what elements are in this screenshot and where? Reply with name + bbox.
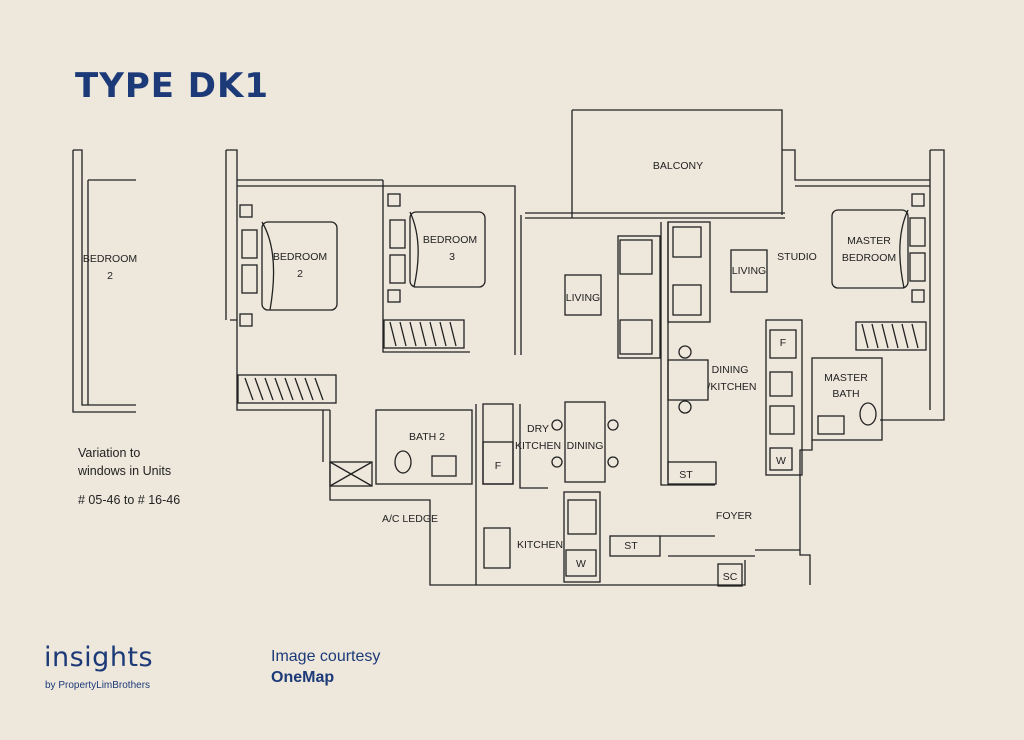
label-st-2: ST <box>624 540 638 552</box>
label-master-bath-2: BATH <box>832 388 859 400</box>
label-master-bedroom: MASTER <box>847 235 891 247</box>
brand-logo: insights <box>44 642 154 673</box>
label-dining-kitchen-2: /KITCHEN <box>707 381 756 393</box>
variation-note-line1: Variation to <box>78 446 141 460</box>
label-dining-kitchen: DINING <box>712 364 749 376</box>
plan-walls <box>72 109 945 587</box>
label-master-bedroom-2: BEDROOM <box>842 252 896 264</box>
label-fridge-1: F <box>780 337 786 349</box>
label-foyer: FOYER <box>716 510 753 522</box>
label-sc: SC <box>723 571 738 583</box>
image-courtesy-source: OneMap <box>271 669 335 686</box>
label-balcony: BALCONY <box>653 160 703 172</box>
label-fridge-2: F <box>495 460 501 472</box>
label-living: LIVING <box>566 292 600 304</box>
label-bedroom3-num: 3 <box>449 251 455 263</box>
label-dry-kitchen-2: KITCHEN <box>515 440 561 452</box>
label-bedroom2-num: 2 <box>297 268 303 280</box>
variation-note-line2: windows in Units <box>78 464 172 478</box>
image-courtesy-label: Image courtesy <box>271 648 381 665</box>
label-ac-ledge: A/C LEDGE <box>382 513 438 525</box>
label-kitchen: KITCHEN <box>517 539 563 551</box>
label-washer-1: W <box>776 455 786 467</box>
label-bedroom3: BEDROOM <box>423 234 477 246</box>
label-bedroom2-inset: BEDROOM <box>83 253 137 265</box>
label-bedroom2: BEDROOM <box>273 251 327 263</box>
label-bedroom2-inset-num: 2 <box>107 270 113 282</box>
label-master-bath: MASTER <box>824 372 868 384</box>
label-washer-2: W <box>576 558 586 570</box>
label-studio: STUDIO <box>777 251 817 263</box>
label-st-1: ST <box>679 469 693 481</box>
brand-logo-subtitle: by PropertyLimBrothers <box>45 680 151 691</box>
room-labels: BEDROOM 2 BEDROOM 2 BEDROOM 3 BALCONY LI… <box>83 160 896 583</box>
label-dining: DINING <box>567 440 604 452</box>
label-studio-living: LIVING <box>732 265 766 277</box>
label-bath2: BATH 2 <box>409 431 445 443</box>
variation-note-units: # 05-46 to # 16-46 <box>78 493 181 507</box>
label-dry-kitchen: DRY <box>527 423 549 435</box>
page-title: TYPE DK1 <box>75 66 270 106</box>
